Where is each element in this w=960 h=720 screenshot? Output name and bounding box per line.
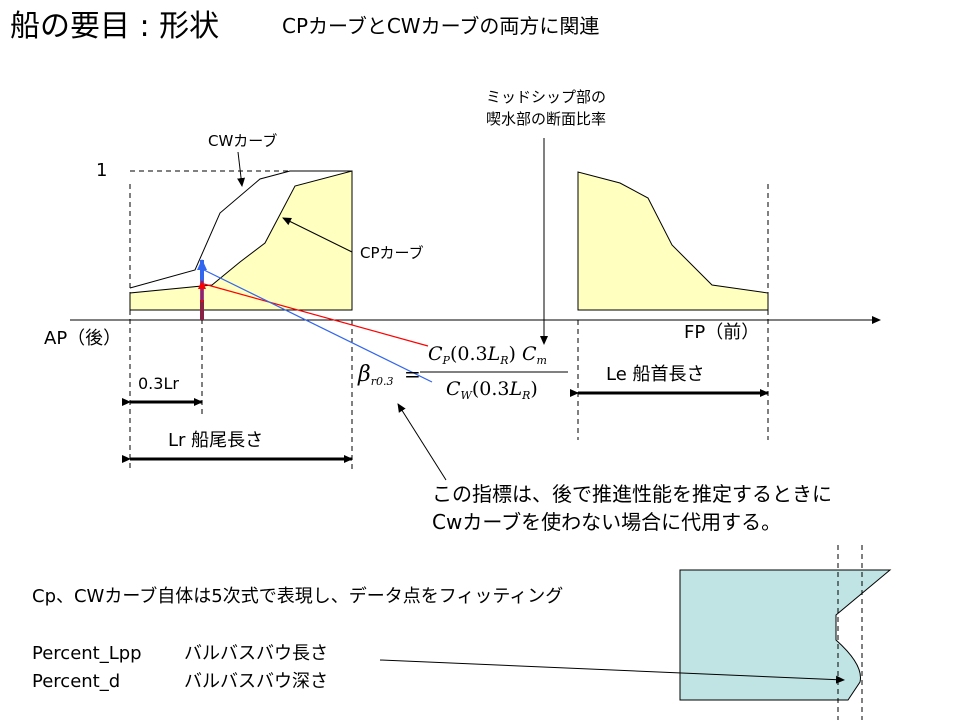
- cp-label-arrow: [282, 217, 353, 253]
- formula-lhs: βr0.3: [358, 362, 394, 388]
- x03lr-label: 0.3Lr: [138, 374, 179, 393]
- cw-curve: [129, 170, 352, 289]
- blue-connector: [203, 269, 433, 383]
- formula-numerator: CP(0.3LR) Cm: [428, 343, 547, 367]
- formula-denominator: CW(0.3LR): [446, 378, 538, 402]
- page-title: 船の要目 : 形状: [10, 9, 220, 44]
- bow-cp-area: [577, 171, 769, 311]
- midship-label-1: ミッドシップ部の: [486, 88, 607, 106]
- cw-label-arrow: [237, 151, 246, 187]
- percent-d-key: Percent_d: [32, 671, 121, 692]
- midship-label-2: 喫水部の断面比率: [486, 110, 607, 128]
- percent-d-value: バルバスバウ深さ: [184, 671, 328, 692]
- page-subtitle: CPカーブとCWカーブの両方に関連: [282, 14, 600, 38]
- bottom-line-1: Cp、CWカーブ自体は5次式で表現し、データ点をフィッティング: [32, 586, 564, 607]
- ap-label: AP（後）: [44, 328, 122, 349]
- cp-curve-label: CPカーブ: [360, 244, 424, 262]
- le-label: Le 船首長さ: [606, 364, 705, 385]
- formula-equals: =: [404, 362, 421, 386]
- percent-lpp-key: Percent_Lpp: [32, 643, 142, 664]
- stern-cp-area: [129, 170, 353, 311]
- percent-lpp-value: バルバスバウ長さ: [184, 643, 328, 664]
- cw-curve-label: CWカーブ: [208, 132, 278, 150]
- level-one-label: 1: [96, 160, 108, 181]
- lr-label: Lr 船尾長さ: [168, 430, 264, 451]
- fp-label: FP（前）: [684, 322, 760, 343]
- bow-profile: [679, 569, 892, 701]
- note-arrow: [397, 403, 447, 481]
- bulb-arrow: [379, 659, 845, 684]
- note-line-1: この指標は、後で推進性能を推定するときに: [432, 482, 832, 506]
- note-line-2: Cwカーブを使わない場合に代用する。: [432, 510, 782, 534]
- red-connector: [203, 283, 429, 347]
